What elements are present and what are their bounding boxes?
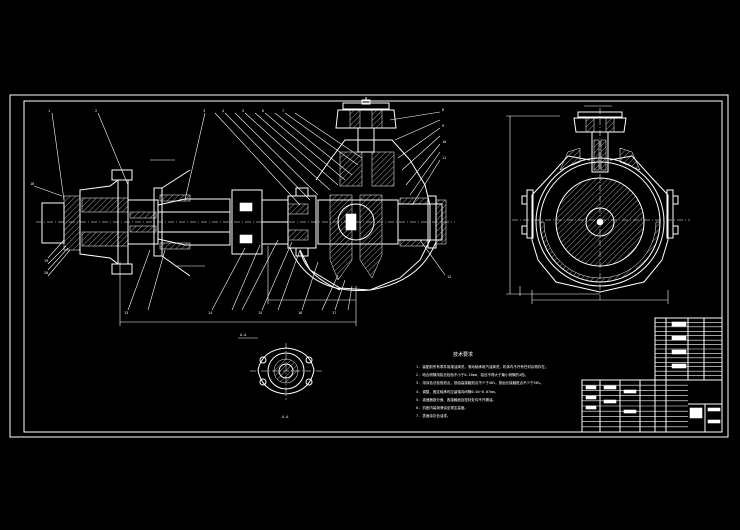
tech-note-5: 5. 减速器剖分面、各接触面及密封处均不许漏油。 — [416, 397, 496, 402]
tech-note-2: 2. 啮合侧隙用铅丝检验不小于0.16mm，铅丝不得大于最小侧隙的4倍。 — [416, 372, 528, 377]
view-label-below: A-A — [282, 415, 289, 419]
title-block — [581, 317, 723, 433]
balloon-14: 14 — [208, 311, 212, 315]
balloon-5: 5 — [242, 109, 244, 113]
tech-note-1: 1. 装配前所有零件用煤油清洗，滚动轴承用汽油清洗，机体内不许有任何杂物存在。 — [416, 364, 548, 369]
balloon-10: 10 — [442, 140, 446, 144]
outer-frame — [9, 94, 729, 438]
balloon-15: 15 — [258, 311, 262, 315]
tech-note-6: 6. 机座内装润滑油至规定高度。 — [416, 405, 468, 410]
balloon-2: 2 — [95, 109, 97, 113]
balloon-8: 8 — [442, 108, 444, 112]
balloon-16: 16 — [298, 311, 302, 315]
inner-frame — [23, 100, 723, 433]
balloon-1: 1 — [48, 109, 50, 113]
balloon-11: 11 — [442, 156, 446, 160]
tech-note-4: 4. 调整、固定轴承时应留轴向间隙0.04~0.07mm。 — [416, 389, 498, 394]
balloon-3: 3 — [203, 109, 205, 113]
detail-view-flange: A-A A-A — [238, 333, 322, 419]
balloon-12: 12 — [447, 275, 451, 279]
balloon-4: 4 — [222, 109, 224, 113]
balloon-17: 17 — [332, 311, 336, 315]
main-section-view — [33, 97, 455, 326]
balloon-19: 19 — [44, 259, 48, 263]
side-section-view — [506, 105, 690, 304]
view-label: A-A — [240, 333, 247, 337]
balloon-labels: 1 2 3 4 5 6 7 8 9 10 11 12 13 14 15 16 1… — [30, 108, 451, 315]
tech-note-7: 7. 表面涂灰色油漆。 — [416, 413, 450, 418]
balloon-9: 9 — [442, 124, 444, 128]
balloon-18: 18 — [30, 182, 34, 186]
tech-notes: 技术要求 1. 装配前所有零件用煤油清洗，滚动轴承用汽油清洗，机体内不许有任何杂… — [416, 351, 548, 418]
tech-notes-title: 技术要求 — [453, 351, 473, 358]
balloon-20: 20 — [44, 271, 48, 275]
balloon-7: 7 — [282, 109, 284, 113]
balloon-6: 6 — [262, 109, 264, 113]
tech-note-3: 3. 用涂色法检验斑点，按齿高接触斑点不少于40%，按齿长接触斑点不少于50%。 — [416, 380, 543, 385]
balloon-13: 13 — [124, 311, 128, 315]
